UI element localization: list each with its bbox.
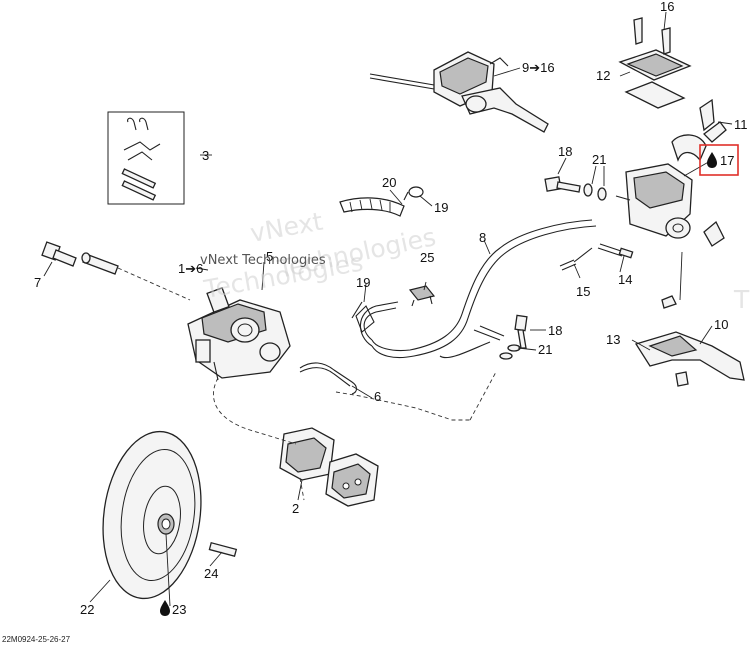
handlebar-clamp <box>671 134 707 162</box>
callout-24: 24 <box>204 566 218 581</box>
rear-master-cylinder <box>369 51 549 133</box>
callout-10: 10 <box>714 317 728 332</box>
callout-20: 20 <box>382 175 396 190</box>
callout-13: 13 <box>606 332 620 347</box>
pin-24 <box>208 541 238 558</box>
front-master-cylinder <box>615 163 693 239</box>
callout-3: 3 <box>202 148 209 163</box>
brake-pads-2 <box>279 427 379 507</box>
callout-1: 1➔6 <box>178 261 203 276</box>
pin-5 <box>81 252 119 275</box>
callout-12: 12 <box>596 68 610 83</box>
kit-3-box <box>107 111 185 205</box>
clip-25 <box>408 285 436 307</box>
connector-15 <box>559 247 593 271</box>
guide-lines <box>117 267 497 501</box>
screws-16 <box>633 17 671 55</box>
callout-15: 15 <box>576 284 590 299</box>
clamp-19-top <box>403 186 424 201</box>
callout-16: 16 <box>660 0 674 14</box>
callout-18-upper: 18 <box>558 144 572 159</box>
clamp-19-lower <box>351 301 375 333</box>
callout-23: 23 <box>172 602 186 617</box>
banjo-bolt-18-lower <box>514 314 528 349</box>
fluid-drop-icon <box>707 152 717 168</box>
callout-7: 7 <box>34 275 41 290</box>
front-lever-10 <box>634 295 745 387</box>
reservoir-cap-12 <box>618 49 692 109</box>
brake-disc <box>102 430 202 600</box>
callout-21-lower: 21 <box>538 342 552 357</box>
spring-clip-6 <box>299 362 358 395</box>
callout-22: 22 <box>80 602 94 617</box>
callout-11: 11 <box>734 117 748 132</box>
washer-21-upper <box>583 183 607 201</box>
hose-20 <box>339 197 405 217</box>
watermark-inline: vNext Technologies <box>200 253 326 268</box>
grease-drop-icon <box>160 600 170 616</box>
callout-21-upper: 21 <box>592 152 606 167</box>
caliper <box>187 287 291 381</box>
banjo-bolt-18-upper <box>544 176 581 193</box>
callout-9: 9➔16 <box>522 60 555 75</box>
callout-19-lower: 19 <box>356 275 370 290</box>
watermark-edge: T <box>733 285 750 314</box>
callout-14: 14 <box>618 272 632 287</box>
callout-8: 8 <box>479 230 486 245</box>
bolt-7 <box>41 241 77 267</box>
brake-line-8 <box>359 219 597 359</box>
switch-14 <box>597 243 634 259</box>
callout-2: 2 <box>292 501 299 516</box>
washer-21-lower <box>499 344 521 360</box>
callout-6: 6 <box>374 389 381 404</box>
callout-5: 5 <box>266 249 273 264</box>
callout-18-lower: 18 <box>548 323 562 338</box>
callout-19-upper: 19 <box>434 200 448 215</box>
watermark-line1: vNext <box>248 207 325 248</box>
drawing-code: 22M0924-25-26-27 <box>2 635 71 644</box>
bolts-11 <box>699 98 727 143</box>
callout-17: 17 <box>720 153 734 168</box>
boot <box>703 220 725 247</box>
highlight-box-17 <box>699 144 739 176</box>
callout-25: 25 <box>420 250 434 265</box>
